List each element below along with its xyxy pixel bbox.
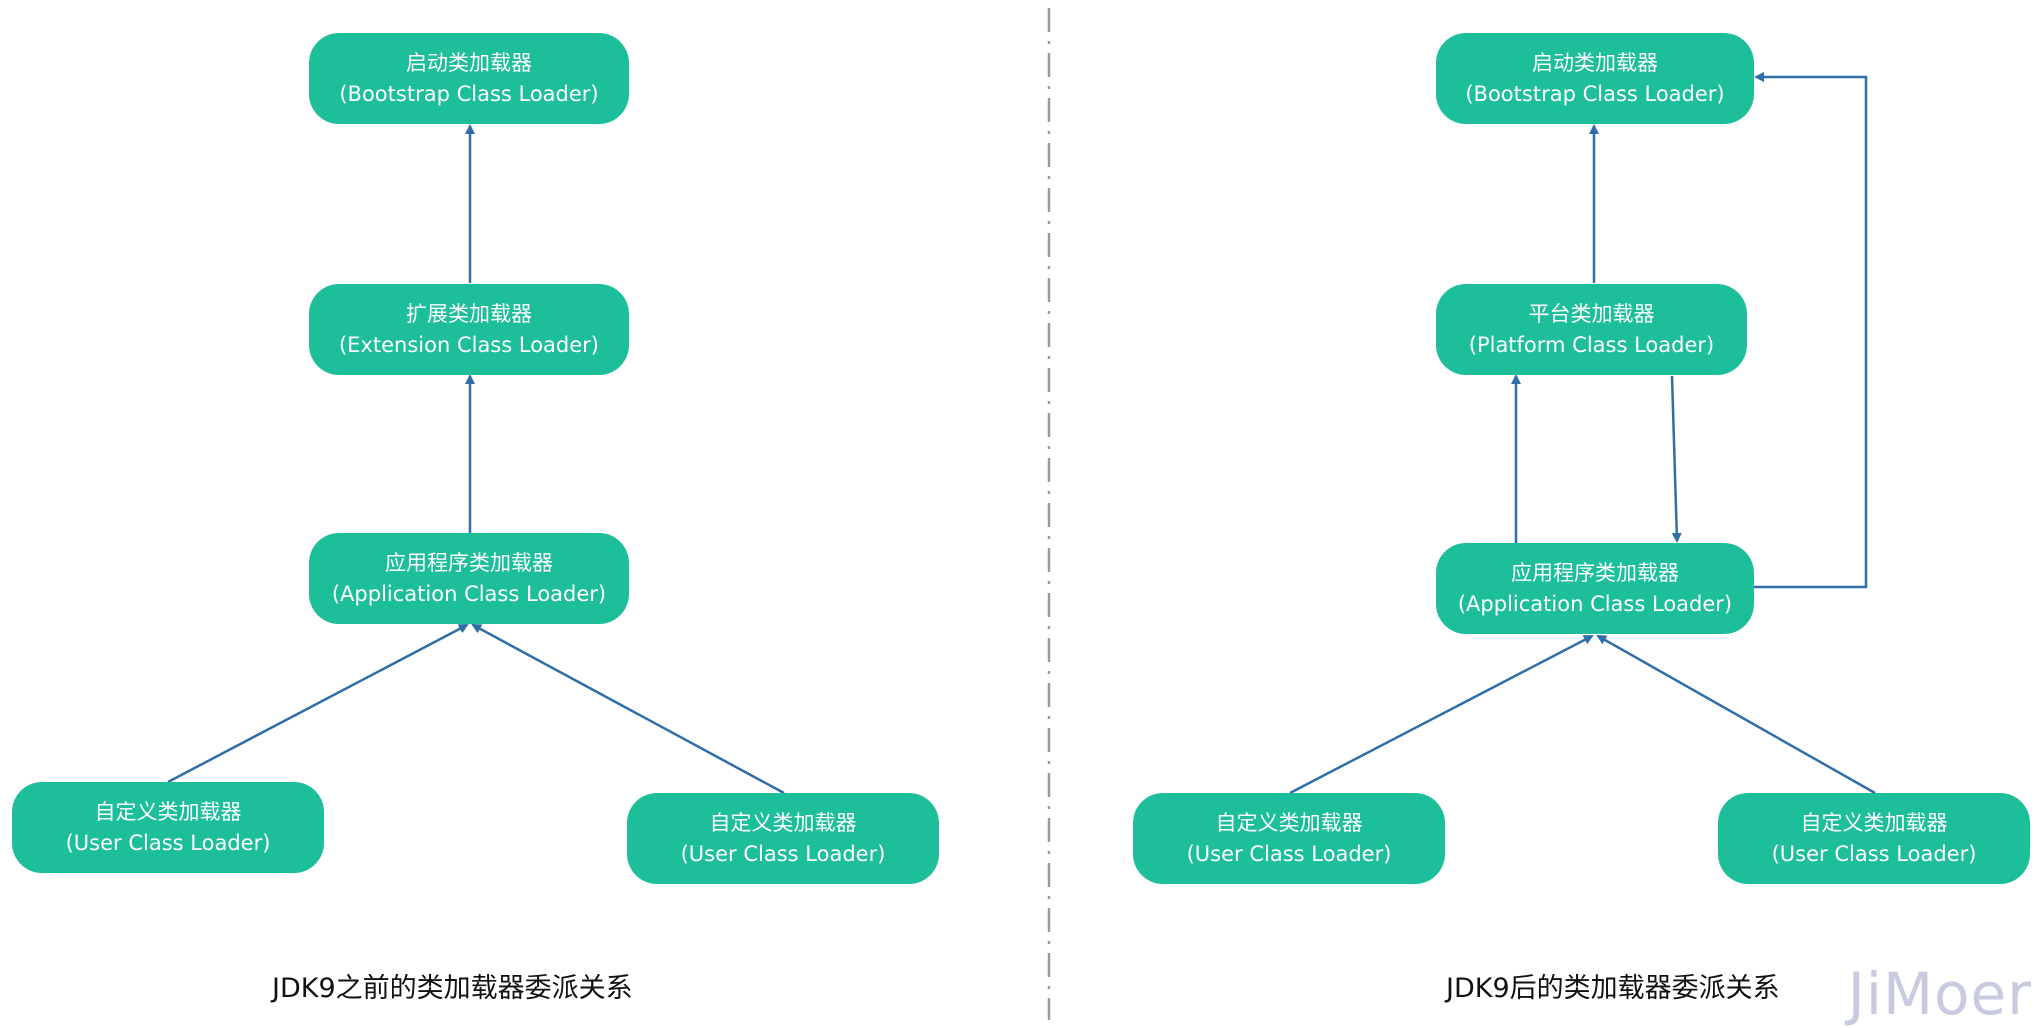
node-subtitle: (Application Class Loader)	[331, 581, 607, 606]
node-title: 启动类加载器	[406, 50, 532, 75]
right-platform-loader-node: 平台类加载器 (Platform Class Loader)	[1436, 284, 1747, 375]
arrow-platform-to-application	[1670, 375, 1682, 543]
right-bootstrap-loader-node: 启动类加载器 (Bootstrap Class Loader)	[1436, 33, 1754, 124]
node-title: 自定义类加载器	[1800, 810, 1948, 835]
node-subtitle: (Platform Class Loader)	[1468, 332, 1715, 357]
node-subtitle: (Bootstrap Class Loader)	[339, 81, 599, 106]
node-subtitle: (User Class Loader)	[1186, 841, 1392, 866]
left-user-loader-node-1: 自定义类加载器 (User Class Loader)	[12, 782, 324, 873]
left-user-loader-node-2: 自定义类加载器 (User Class Loader)	[627, 793, 939, 884]
node-title: 自定义类加载器	[94, 799, 242, 824]
right-application-loader-node: 应用程序类加载器 (Application Class Loader)	[1436, 543, 1754, 634]
node-title: 应用程序类加载器	[385, 550, 553, 575]
node-subtitle: (User Class Loader)	[680, 841, 886, 866]
node-title: 应用程序类加载器	[1511, 560, 1679, 585]
arrow-application-to-bootstrap	[1754, 72, 1868, 589]
node-title: 自定义类加载器	[709, 810, 857, 835]
watermark-logo: JiMoer	[1847, 960, 2032, 1028]
arrow-user2-to-application	[471, 623, 785, 795]
left-bootstrap-loader-node: 启动类加载器 (Bootstrap Class Loader)	[309, 33, 629, 124]
node-subtitle: (Extension Class Loader)	[338, 332, 599, 357]
node-subtitle: (Application Class Loader)	[1457, 591, 1733, 616]
arrow-user1-to-application	[167, 623, 469, 784]
node-subtitle: (User Class Loader)	[1771, 841, 1977, 866]
right-user-loader-node-2: 自定义类加载器 (User Class Loader)	[1718, 793, 2030, 884]
node-title: 平台类加载器	[1528, 301, 1655, 326]
node-subtitle: (User Class Loader)	[65, 830, 271, 855]
right-panel-caption: JDK9后的类加载器委派关系	[1446, 973, 1780, 1004]
right-user-loader-node-1: 自定义类加载器 (User Class Loader)	[1133, 793, 1445, 884]
node-subtitle: (Bootstrap Class Loader)	[1465, 81, 1725, 106]
node-title: 启动类加载器	[1532, 50, 1658, 75]
arrow-user2-to-application-right	[1596, 634, 1876, 795]
left-extension-loader-node: 扩展类加载器 (Extension Class Loader)	[309, 284, 629, 375]
node-title: 自定义类加载器	[1215, 810, 1363, 835]
arrow-user1-to-application-right	[1289, 634, 1594, 795]
node-title: 扩展类加载器	[406, 301, 532, 326]
left-application-loader-node: 应用程序类加载器 (Application Class Loader)	[309, 533, 629, 624]
left-panel-caption: JDK9之前的类加载器委派关系	[272, 973, 633, 1004]
